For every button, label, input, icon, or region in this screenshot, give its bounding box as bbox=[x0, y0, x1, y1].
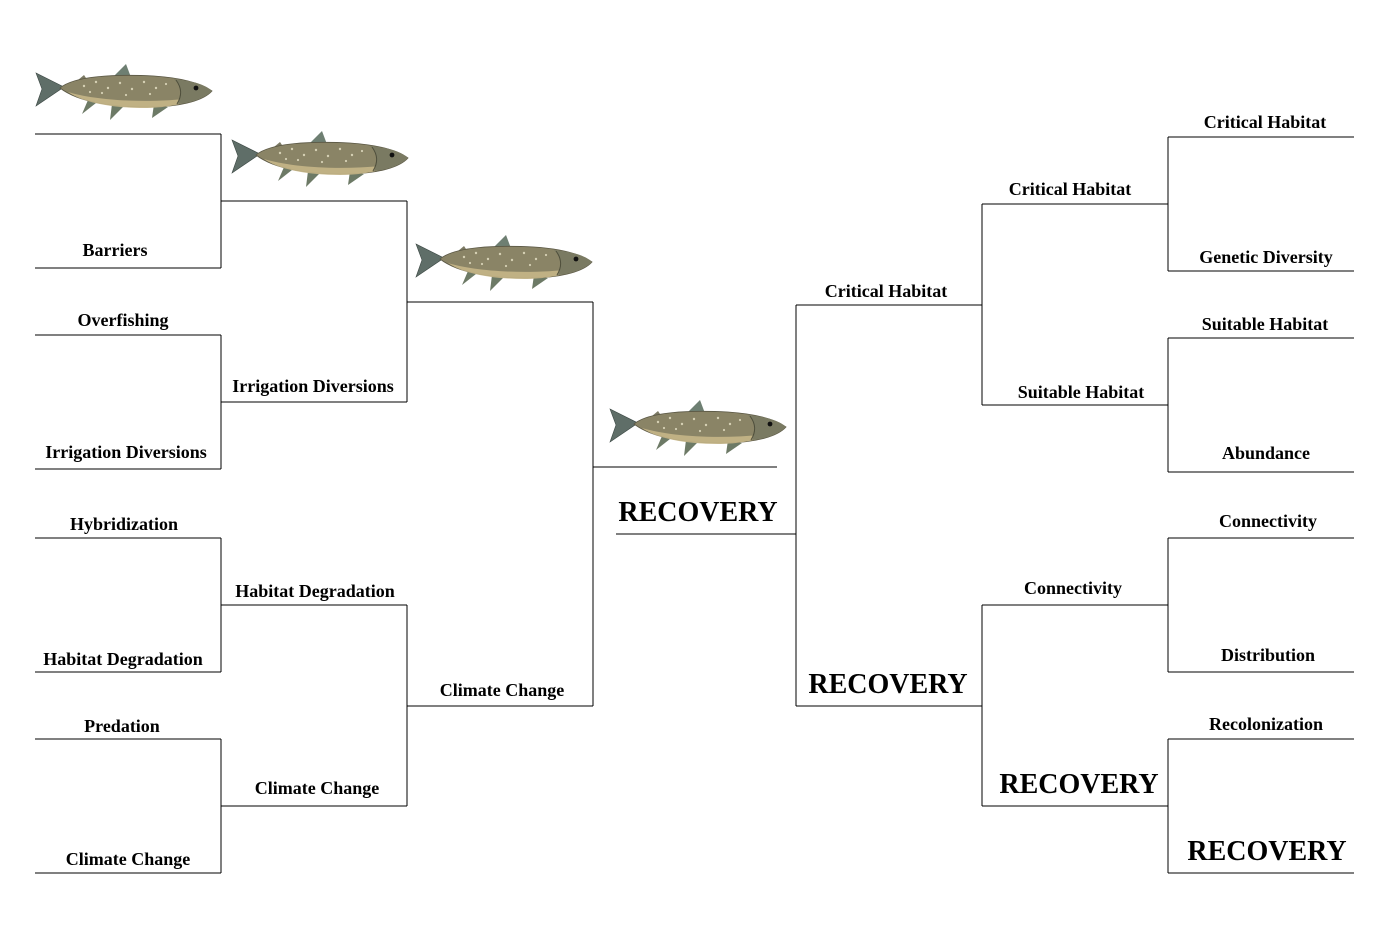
left-r1-label: Hybridization bbox=[70, 514, 178, 534]
left-r1-label: Climate Change bbox=[66, 849, 191, 869]
right-r1-label: Recolonization bbox=[1209, 714, 1323, 734]
left-r3-label: Climate Change bbox=[440, 680, 565, 700]
right-r3-label: Critical Habitat bbox=[825, 281, 947, 301]
right-r1-label: Abundance bbox=[1222, 443, 1310, 463]
left-r1-label: Barriers bbox=[83, 240, 148, 260]
right-r1-label: Connectivity bbox=[1219, 511, 1317, 531]
center-recovery-label: RECOVERY bbox=[618, 497, 777, 528]
right-r2-label: Connectivity bbox=[1024, 578, 1122, 598]
left-r1-label: Overfishing bbox=[77, 310, 168, 330]
right-r2-label: RECOVERY bbox=[999, 769, 1158, 800]
right-r1-label: Distribution bbox=[1221, 645, 1315, 665]
right-r1-label: RECOVERY bbox=[1187, 836, 1346, 867]
left-r2-label: Climate Change bbox=[255, 778, 380, 798]
trout-icon bbox=[231, 130, 409, 188]
left-r1-label: Habitat Degradation bbox=[43, 649, 203, 669]
right-r2-label: Suitable Habitat bbox=[1018, 382, 1145, 402]
right-r2-label: Critical Habitat bbox=[1009, 179, 1131, 199]
left-r2-label: Irrigation Diversions bbox=[232, 376, 394, 396]
right-r1-label: Suitable Habitat bbox=[1202, 314, 1329, 334]
trout-icon bbox=[609, 399, 787, 457]
right-r1-label: Genetic Diversity bbox=[1199, 247, 1332, 267]
right-r1-label: Critical Habitat bbox=[1204, 112, 1326, 132]
left-r1-label: Predation bbox=[84, 716, 160, 736]
left-r1-label: Irrigation Diversions bbox=[45, 442, 207, 462]
trout-icon bbox=[415, 234, 593, 292]
left-r2-label: Habitat Degradation bbox=[235, 581, 395, 601]
right-r3-label: RECOVERY bbox=[808, 669, 967, 700]
trout-icon bbox=[35, 63, 213, 121]
